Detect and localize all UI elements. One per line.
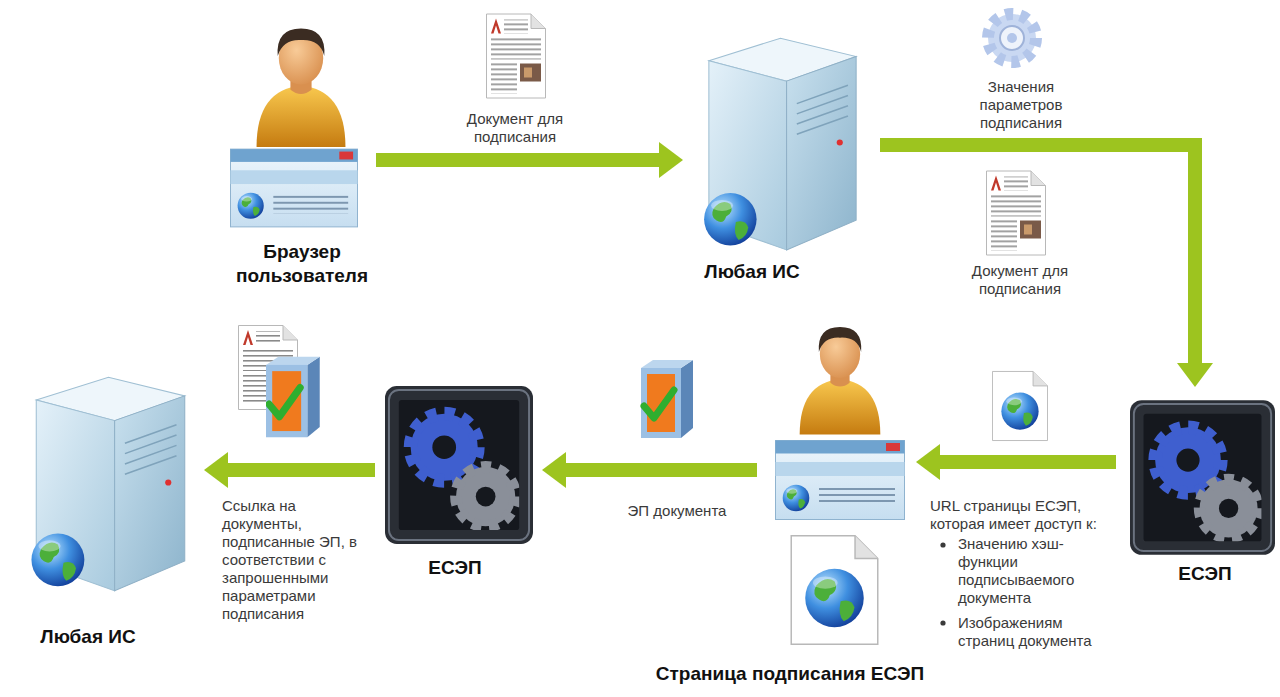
icon-node: ЕСЭП <box>1130 400 1275 555</box>
arrow-label: Документ для подписания <box>445 110 585 146</box>
arrow-label: ЭП документа <box>612 502 742 520</box>
icon-node: Страница подписания ЕСЭП <box>775 320 905 645</box>
icon-node: Любая ИС <box>700 30 865 255</box>
bullet-dot <box>940 542 945 547</box>
server-icon <box>704 38 856 250</box>
browser-window <box>230 149 357 227</box>
node-label: Любая ИС <box>8 625 168 649</box>
arrow-label: Ссылка на документы, подписанные ЭП, в с… <box>222 497 362 623</box>
document-icon <box>487 14 546 98</box>
icon-part <box>988 14 1036 62</box>
icon-part <box>1007 33 1017 43</box>
arrow-label: Значения параметров подписания <box>956 78 1086 132</box>
server-icon <box>31 377 184 590</box>
flow-arrow <box>880 145 1195 363</box>
bullet-dot <box>940 620 945 625</box>
note-text: Значению хэш-функции подписываемого доку… <box>958 535 1098 607</box>
icon-part <box>1000 26 1024 50</box>
arrow-label: URL страницы ЕСЭП, которая имеет доступ … <box>930 497 1110 533</box>
node-label: ЕСЭП <box>1150 562 1260 586</box>
user-figure <box>257 28 346 147</box>
signature-icon <box>266 357 320 438</box>
esep-service <box>385 386 533 544</box>
node-label: ЕСЭП <box>395 556 515 580</box>
note-text: Документ для подписания <box>950 262 1090 298</box>
flow-arrow <box>940 455 1116 469</box>
icon-node: Любая ИС <box>28 365 193 600</box>
flow-arrow <box>376 153 659 167</box>
node-label: Браузер пользователя <box>217 240 387 288</box>
flow-arrow <box>566 463 757 477</box>
settings-gear <box>988 14 1036 62</box>
esep-service <box>1130 400 1275 555</box>
browser-window <box>776 441 905 520</box>
flow-arrow <box>228 463 375 477</box>
icon-node: ЕСЭП <box>385 385 533 545</box>
url-page-icon <box>992 371 1047 440</box>
note-text: Изображениям страниц документа <box>958 614 1108 650</box>
user-figure <box>800 327 881 435</box>
signing-page-icon <box>791 536 878 645</box>
node-label: Любая ИС <box>672 260 832 284</box>
icon-node: Браузер пользователя <box>230 20 358 228</box>
node-label: Страница подписания ЕСЭП <box>640 662 940 686</box>
icon-part <box>228 145 1195 470</box>
signature-icon <box>641 360 693 438</box>
document-icon <box>987 171 1046 255</box>
